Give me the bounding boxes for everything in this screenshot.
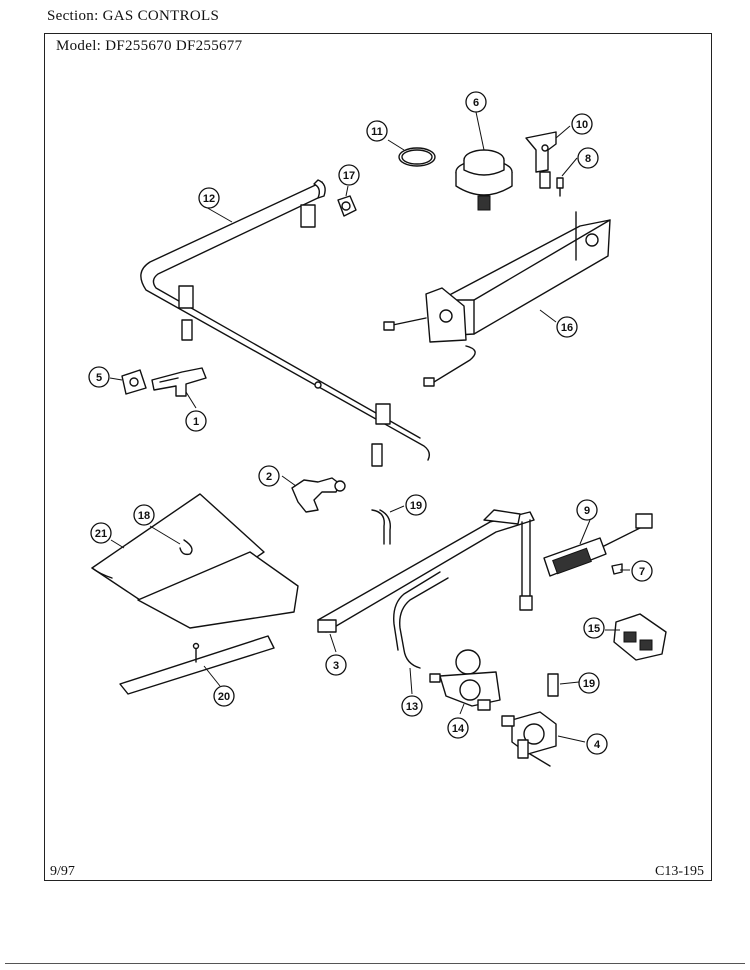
tube-assembly-part-3: [317, 509, 535, 633]
callout-19-lower: 19: [578, 672, 600, 694]
section-label: Section:: [47, 8, 99, 24]
svg-text:5: 5: [96, 372, 102, 384]
model-label: Model:: [56, 38, 102, 54]
footer-page-code: C13-195: [655, 864, 704, 879]
model-values: DF255670 DF255677: [105, 38, 243, 54]
callout-5: 5: [88, 366, 110, 388]
svg-text:17: 17: [343, 170, 355, 182]
callout-2: 2: [258, 465, 280, 487]
callout-1: 1: [185, 410, 207, 432]
bottom-rule: [5, 963, 745, 964]
model-title: Model: DF255670 DF255677: [56, 38, 242, 55]
callout-16: 16: [556, 316, 578, 338]
svg-text:11: 11: [371, 126, 383, 138]
diagram-frame: [44, 33, 712, 881]
footer-date: 9/97: [50, 864, 75, 879]
svg-text:2: 2: [266, 471, 272, 483]
svg-text:4: 4: [594, 739, 601, 751]
heat-shield-part-21: [91, 493, 299, 629]
svg-text:19: 19: [583, 678, 595, 690]
callout-14: 14: [447, 717, 469, 739]
o-ring-inner: [401, 149, 433, 165]
regulator-part-6: [455, 149, 513, 211]
callout-9: 9: [576, 499, 598, 521]
bracket-strip-part-20: [119, 635, 275, 695]
spring-clip-part-5: [121, 369, 147, 395]
callout-6: 6: [465, 91, 487, 113]
svg-text:12: 12: [203, 193, 215, 205]
svg-text:18: 18: [138, 510, 150, 522]
svg-text:21: 21: [95, 528, 107, 540]
svg-text:16: 16: [561, 322, 573, 334]
o-ring-part-11: [398, 147, 436, 167]
svg-text:19: 19: [410, 500, 422, 512]
orifice-bracket-part-2: [291, 477, 346, 513]
section-value: GAS CONTROLS: [102, 8, 220, 24]
callout-13: 13: [401, 695, 423, 717]
clip-part-7: [611, 563, 623, 575]
screw-part-8: [556, 177, 564, 197]
callout-15: 15: [583, 617, 605, 639]
tube-part-19-lower: [547, 673, 559, 697]
gas-valve-part-4: [501, 711, 557, 767]
svg-text:1: 1: [193, 416, 199, 428]
hose-part-19-upper: [371, 509, 391, 545]
callout-17: 17: [338, 164, 360, 186]
svg-text:7: 7: [639, 566, 645, 578]
manifold-pipe-part-12: [140, 179, 431, 467]
callout-19-upper: 19: [405, 494, 427, 516]
callout-7: 7: [631, 560, 653, 582]
callout-20: 20: [213, 685, 235, 707]
callout-8: 8: [577, 147, 599, 169]
valve-handle-part-1: [151, 367, 207, 397]
leader-lines: [109, 111, 630, 743]
svg-text:20: 20: [218, 691, 230, 703]
svg-text:15: 15: [588, 623, 600, 635]
section-title: Section: GAS CONTROLS: [47, 8, 219, 25]
hose-part-13: [393, 571, 449, 669]
callout-10: 10: [571, 113, 593, 135]
bracket-part-10: [525, 131, 557, 189]
callout-18: 18: [133, 504, 155, 526]
ignitor-part-9: [543, 513, 653, 577]
callout-3: 3: [325, 654, 347, 676]
svg-text:8: 8: [585, 153, 591, 165]
clip-part-18: [179, 539, 193, 556]
safety-valve-part-14: [429, 649, 501, 711]
svg-text:6: 6: [473, 97, 479, 109]
callout-21: 21: [90, 522, 112, 544]
switch-part-15: [613, 613, 667, 661]
svg-text:13: 13: [406, 701, 418, 713]
valve-bracket-part-16: [383, 211, 611, 387]
svg-text:3: 3: [333, 660, 339, 672]
callout-4: 4: [586, 733, 608, 755]
svg-text:10: 10: [576, 119, 588, 131]
fitting-part-17: [337, 195, 357, 217]
callout-11: 11: [366, 120, 388, 142]
callout-12: 12: [198, 187, 220, 209]
svg-text:14: 14: [452, 723, 465, 735]
svg-text:9: 9: [584, 505, 590, 517]
